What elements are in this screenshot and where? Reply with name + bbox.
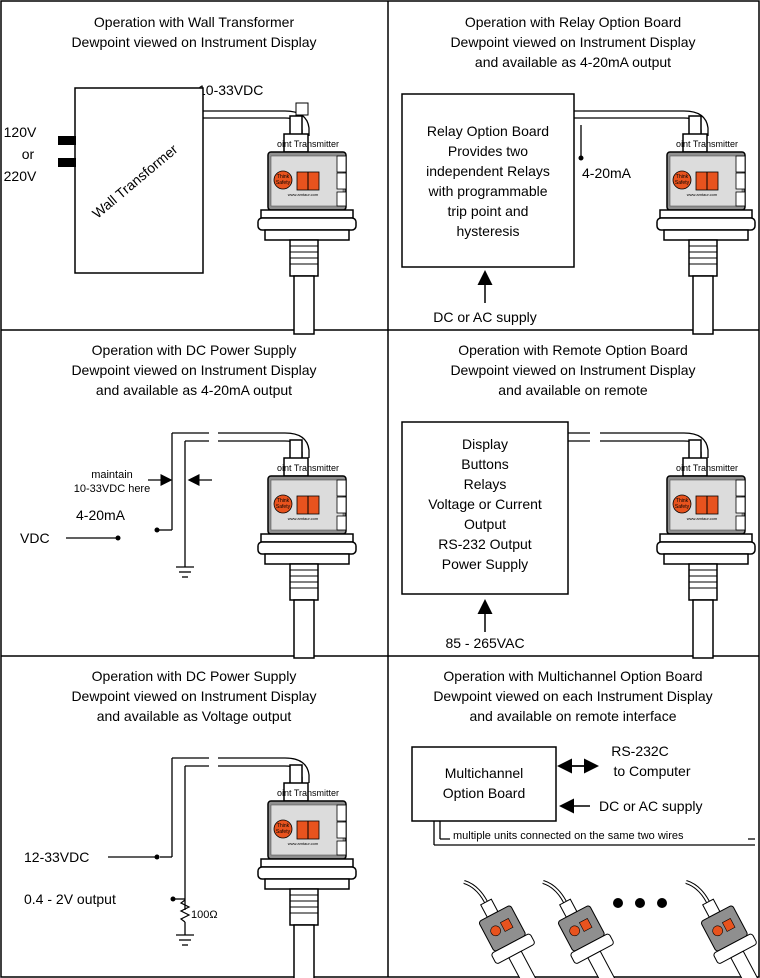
output-label: 4-20mA (582, 165, 632, 181)
board-line: Power Supply (442, 556, 528, 572)
input-label: 12-33VDC (24, 849, 89, 865)
voltage-220: 220V (4, 168, 37, 184)
rs232-label: to Computer (613, 763, 690, 779)
panel-relay-board: Operation with Relay Option Board Dewpoi… (401, 14, 756, 335)
board-line: Display (462, 436, 508, 452)
vdc-label: VDC (20, 530, 50, 546)
web-text: www.amtaur.com (288, 516, 319, 521)
voltage-120: 120V (4, 124, 37, 140)
badge-text: Think (277, 823, 290, 829)
board-line: Option Board (443, 785, 526, 801)
voltage-or: or (22, 146, 35, 162)
ellipsis-dot (613, 898, 623, 908)
panel-subtitle: and available on remote (498, 382, 648, 398)
board-line: Provides two (448, 143, 528, 159)
transformer-box (74, 87, 204, 274)
output-label: 4-20mA (76, 507, 126, 523)
supply-label: DC or AC supply (599, 798, 702, 814)
relay-board-box (401, 93, 575, 268)
panel-subtitle: Dewpoint viewed on Instrument Display (450, 34, 695, 50)
plug-prong (58, 136, 76, 145)
bus-label: multiple units connected on the same two… (453, 830, 684, 842)
transmitter: oint Transmitter Think Safety www.amtaur… (257, 439, 357, 659)
panel-subtitle: Dewpoint viewed on Instrument Display (71, 688, 316, 704)
panel-wall-transformer: Operation with Wall Transformer Dewpoint… (4, 14, 357, 335)
board-line: independent Relays (426, 163, 550, 179)
web-text: www.amtaur.com (288, 192, 319, 197)
panel-multichannel-board: Operation with Multichannel Option Board… (411, 668, 760, 978)
resistor-label: 100Ω (191, 909, 218, 921)
panel-dc-voltage: Operation with DC Power Supply Dewpoint … (24, 668, 357, 978)
badge-text: Think (277, 174, 290, 180)
panel-title: Operation with Wall Transformer (94, 14, 295, 30)
panel-subtitle: Dewpoint viewed on Instrument Display (71, 362, 316, 378)
board-line: with programmable (427, 183, 547, 199)
panel-subtitle: and available as 4-20mA output (475, 54, 671, 70)
panel-title: Operation with Remote Option Board (458, 342, 688, 358)
transmitter-label: oint Transmitter (676, 139, 738, 149)
board-line: trip point and (448, 203, 529, 219)
supply-label: DC or AC supply (433, 309, 536, 325)
transmitter: oint Transmitter Think Safety www.amtaur… (257, 115, 357, 335)
badge-text: Safety (276, 829, 291, 835)
panel-remote-board: Operation with Remote Option Board Dewpo… (401, 342, 756, 659)
board-line: Buttons (461, 456, 508, 472)
panel-subtitle: Dewpoint viewed on Instrument Display (450, 362, 695, 378)
board-line: Relays (464, 476, 507, 492)
multichannel-board-box (411, 746, 557, 822)
resistor (179, 899, 191, 923)
mini-transmitter (677, 866, 760, 978)
badge-text: Safety (276, 180, 291, 186)
mini-transmitter (534, 866, 630, 978)
plug-prong (58, 158, 76, 167)
output-label: 0.4 - 2V output (24, 891, 116, 907)
badge-text: Safety (675, 180, 690, 186)
transmitter-label: oint Transmitter (676, 463, 738, 473)
board-line: Multichannel (445, 765, 524, 781)
board-line: RS-232 Output (438, 536, 531, 552)
rs232-label: RS-232C (611, 743, 669, 759)
transmitter-label: oint Transmitter (277, 139, 339, 149)
panel-dc-current: Operation with DC Power Supply Dewpoint … (20, 342, 357, 659)
badge-text: Safety (675, 504, 690, 510)
mini-transmitter (455, 866, 551, 978)
transmitter-label: oint Transmitter (277, 788, 339, 798)
supply-label: 85 - 265VAC (445, 635, 524, 651)
panel-subtitle: and available as 4-20mA output (96, 382, 292, 398)
remote-board-box (401, 421, 569, 595)
panel-title: Operation with Multichannel Option Board (443, 668, 702, 684)
transmitter-label: oint Transmitter (277, 463, 339, 473)
ellipsis-dot (635, 898, 645, 908)
panel-title: Operation with DC Power Supply (92, 342, 297, 358)
panel-subtitle: and available as Voltage output (97, 708, 292, 724)
maintain-label: 10-33VDC here (74, 483, 150, 495)
badge-text: Think (676, 174, 689, 180)
board-line: Relay Option Board (427, 123, 549, 139)
panel-subtitle: Dewpoint viewed on each Instrument Displ… (433, 688, 712, 704)
board-line: Output (464, 516, 506, 532)
web-text: www.amtaur.com (687, 192, 718, 197)
panel-subtitle: and available on remote interface (469, 708, 676, 724)
transmitter: oint Transmitter Think Safety www.amtaur… (656, 115, 756, 335)
web-text: www.amtaur.com (288, 841, 319, 846)
voltage-label: 10-33VDC (198, 82, 263, 98)
badge-text: Safety (276, 504, 291, 510)
transmitter: oint Transmitter Think Safety www.amtaur… (257, 764, 357, 978)
board-line: Voltage or Current (428, 496, 542, 512)
badge-text: Think (676, 498, 689, 504)
panel-title: Operation with DC Power Supply (92, 668, 297, 684)
maintain-label: maintain (91, 469, 133, 481)
badge-text: Think (277, 498, 290, 504)
board-line: hysteresis (456, 223, 519, 239)
transmitter: oint Transmitter Think Safety www.amtaur… (656, 439, 756, 659)
web-text: www.amtaur.com (687, 516, 718, 521)
panel-subtitle: Dewpoint viewed on Instrument Display (71, 34, 316, 50)
ellipsis-dot (657, 898, 667, 908)
panel-title: Operation with Relay Option Board (465, 14, 681, 30)
